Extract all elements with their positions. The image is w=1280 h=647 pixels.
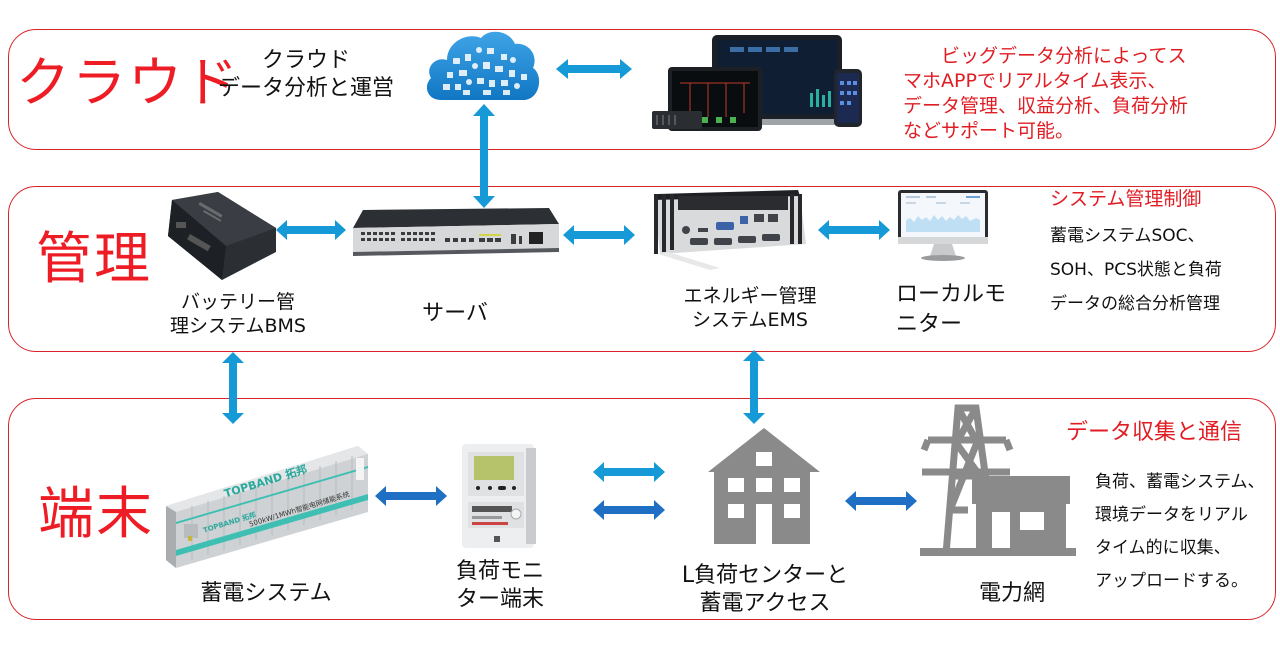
load-monitor-label-line1: 負荷モニ: [455, 559, 544, 584]
cloud-description-line2: マホAPPでリアルタイム表示、: [903, 70, 1167, 92]
bms-device-icon: [168, 192, 276, 280]
vertical-arrow-ems-building-icon: [743, 350, 765, 424]
bms-label-line2: 理システムBMS: [170, 315, 306, 338]
double-arrow-icon: [563, 225, 635, 245]
double-arrow-icon: [845, 491, 917, 511]
cloud-subtitle-line1: クラウド: [261, 48, 350, 73]
double-arrow-icon: [593, 500, 665, 520]
ems-label-line1: エネルギー管理: [683, 285, 817, 307]
server-switch-icon: [353, 208, 559, 256]
ems-label-line2: システムEMS: [692, 309, 808, 332]
management-layer-title: 管理: [36, 227, 152, 292]
power-grid-label: 電力網: [978, 581, 1045, 606]
double-arrow-icon: [818, 220, 890, 240]
terminal-note-line3: タイム的に収集、: [1095, 538, 1231, 558]
cloud-description-line3: データ管理、収益分析、負荷分析: [903, 95, 1189, 117]
storage-system-label: 蓄電システム: [200, 581, 332, 606]
ems-label: エネルギー管理 システムEMS: [660, 284, 840, 333]
ems-box-icon: [654, 190, 806, 270]
load-monitor-label: 負荷モニ ター端末: [440, 558, 560, 614]
cloud-layer-title: クラウド: [16, 51, 240, 114]
terminal-note-line4: アップロードする。: [1095, 571, 1248, 591]
double-arrow-icon: [556, 59, 632, 79]
cloud-description-line1: ビッグデータ分析によってス: [941, 45, 1187, 67]
vertical-arrow-cloud-server-icon: [473, 104, 495, 208]
vertical-arrow-bms-storage-icon: [222, 352, 244, 424]
electric-meter-icon: [462, 444, 536, 548]
multi-device-dashboard-icon: [652, 35, 862, 131]
terminal-note-title: データ収集と通信: [1066, 420, 1243, 445]
cloud-description-line4: などサポート可能。: [903, 120, 1075, 142]
cloud-subtitle: クラウド データ分析と運営: [206, 47, 406, 103]
terminal-note-line1: 負荷、蓄電システム、: [1095, 472, 1265, 492]
bms-label: バッテリー管 理システムBMS: [150, 290, 326, 339]
load-monitor-label-line2: ター端末: [455, 587, 544, 613]
cloud-icon: [426, 31, 540, 100]
cloud-subtitle-line2: データ分析と運営: [217, 76, 394, 102]
bms-label-line1: バッテリー管: [180, 291, 295, 313]
monitor-icon: [898, 190, 988, 261]
load-center-label-line1: L負荷センターと: [681, 563, 849, 588]
management-note: 蓄電システムSOC、 SOH、PCS状態と負荷 データの総合分析管理: [1050, 219, 1222, 321]
local-monitor-label: ローカルモ ニター: [896, 280, 1026, 340]
double-arrow-icon: [375, 486, 447, 506]
server-label: サーバ: [422, 301, 488, 326]
local-monitor-label-line2: ニター: [896, 312, 963, 337]
terminal-layer-title: 端末: [38, 482, 154, 547]
load-center-label-line2: 蓄電アクセス: [699, 591, 831, 617]
building-icon: [708, 428, 820, 544]
cloud-layer-box: [8, 29, 1276, 150]
terminal-note-line2: 環境データをリアル: [1095, 505, 1248, 525]
battery-container-icon: TOPBAND 拓邦 TOPBAND 拓邦 500kW/1MWh智能电网储能系统: [162, 440, 372, 568]
terminal-note: 負荷、蓄電システム、 環境データをリアル タイム的に収集、 アップロードする。: [1095, 466, 1265, 598]
cloud-description: ビッグデータ分析によってス マホAPPでリアルタイム表示、 データ管理、収益分析…: [903, 44, 1188, 144]
power-grid-icon: [920, 404, 1076, 556]
load-center-label: L負荷センターと 蓄電アクセス: [660, 562, 870, 618]
management-note-line2: SOH、PCS状態と負荷: [1050, 260, 1222, 280]
management-note-title: システム管理制御: [1050, 188, 1202, 210]
local-monitor-label-line1: ローカルモ: [896, 282, 1007, 307]
double-arrow-icon: [593, 462, 665, 482]
management-note-line3: データの総合分析管理: [1050, 294, 1220, 314]
double-arrow-icon: [276, 220, 346, 240]
management-note-line1: 蓄電システムSOC、: [1050, 226, 1205, 246]
